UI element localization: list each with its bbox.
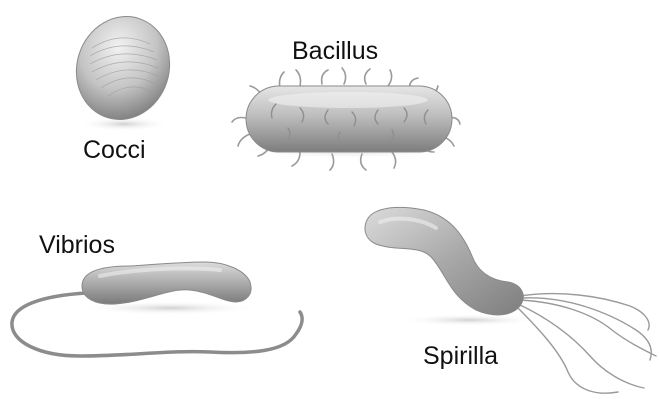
- bacillus-cell: [232, 68, 460, 170]
- vibrios-label: Vibrios: [39, 233, 115, 258]
- vibrio-cell: [12, 262, 302, 356]
- spirillum-cell: [365, 207, 656, 393]
- cocci-label: Cocci: [83, 138, 146, 163]
- spirilla-label: Spirilla: [423, 344, 498, 369]
- cocci-cell: [63, 4, 183, 131]
- bacillus-label: Bacillus: [292, 39, 378, 64]
